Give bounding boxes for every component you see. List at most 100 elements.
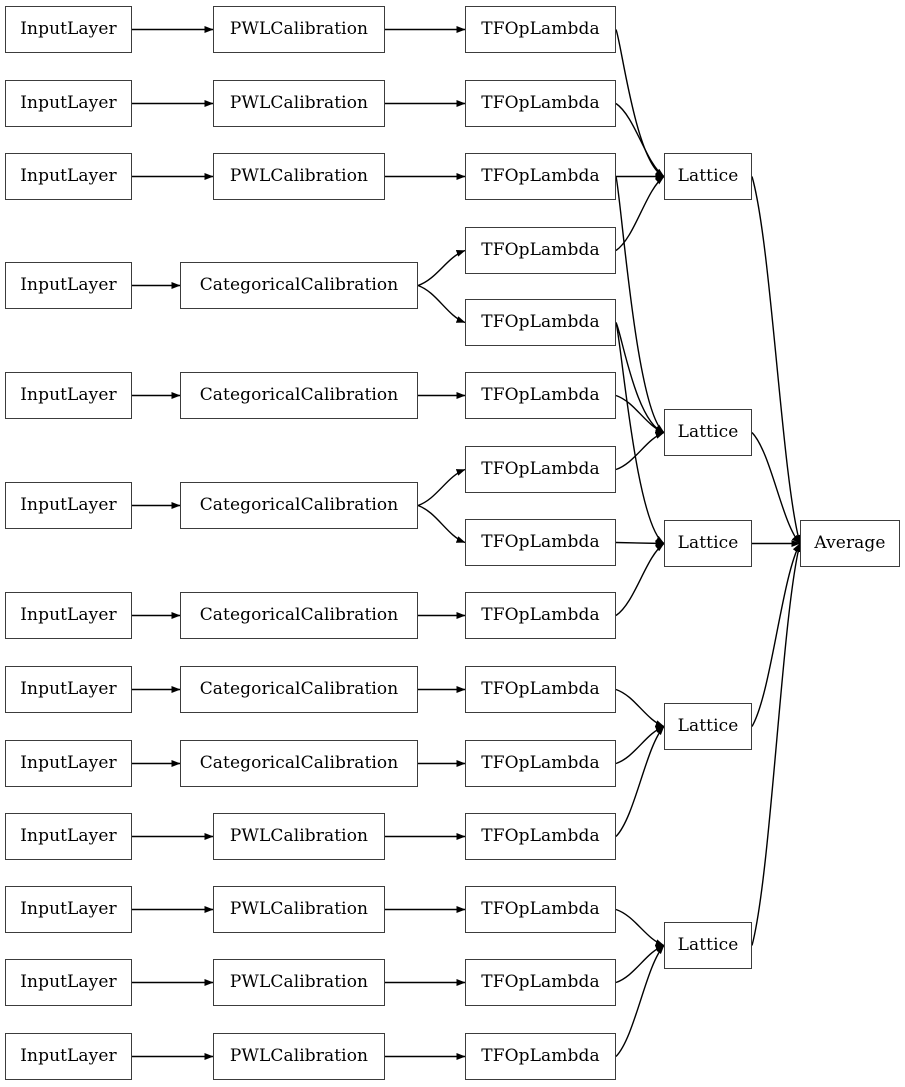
graph-node-lattice[interactable]: Lattice [664,409,752,456]
graph-node-pwl[interactable]: PWLCalibration [213,153,385,200]
graph-edge [417,249,466,287]
graph-node-input[interactable]: InputLayer [5,262,132,309]
graph-node-label: PWLCalibration [229,826,369,846]
graph-edge [615,725,665,765]
graph-node-label: TFOpLambda [481,459,600,479]
graph-node-label: CategoricalCalibration [199,495,399,515]
graph-node-label: InputLayer [20,19,117,39]
graph-node-input[interactable]: InputLayer [5,80,132,127]
graph-node-label: TFOpLambda [481,1046,600,1066]
graph-node-label: TFOpLambda [481,385,600,405]
graph-edge [615,394,665,434]
graph-node-label: TFOpLambda [481,312,600,332]
graph-node-lambda[interactable]: TFOpLambda [465,592,616,639]
graph-node-label: InputLayer [20,166,117,186]
graph-node-input[interactable]: InputLayer [5,372,132,419]
graph-node-lattice[interactable]: Lattice [664,922,752,969]
graph-node-label: TFOpLambda [481,826,600,846]
graph-node-label: InputLayer [20,679,117,699]
graph-node-label: InputLayer [20,495,117,515]
graph-node-lambda[interactable]: TFOpLambda [465,666,616,713]
graph-node-lambda[interactable]: TFOpLambda [465,1033,616,1080]
graph-node-lambda[interactable]: TFOpLambda [465,6,616,53]
graph-edge [751,432,801,544]
graph-node-label: TFOpLambda [481,679,600,699]
graph-node-lattice[interactable]: Lattice [664,703,752,750]
graph-node-input[interactable]: InputLayer [5,1033,132,1080]
graph-node-pwl[interactable]: PWLCalibration [213,813,385,860]
graph-node-label: InputLayer [20,826,117,846]
graph-node-categorical[interactable]: CategoricalCalibration [180,592,418,639]
graph-node-label: TFOpLambda [481,240,600,260]
graph-edge [417,504,466,544]
graph-node-label: CategoricalCalibration [199,385,399,405]
graph-node-input[interactable]: InputLayer [5,153,132,200]
graph-node-label: TFOpLambda [481,166,600,186]
graph-node-lambda[interactable]: TFOpLambda [465,227,616,274]
graph-node-label: InputLayer [20,385,117,405]
graph-node-average[interactable]: Average [800,520,900,567]
graph-node-categorical[interactable]: CategoricalCalibration [180,372,418,419]
graph-node-label: InputLayer [20,972,117,992]
graph-node-lambda[interactable]: TFOpLambda [465,813,616,860]
graph-edge [615,322,665,545]
graph-node-label: PWLCalibration [229,899,369,919]
graph-node-pwl[interactable]: PWLCalibration [213,6,385,53]
graph-node-label: InputLayer [20,275,117,295]
graph-edge [615,542,665,617]
graph-node-label: TFOpLambda [481,899,600,919]
graph-edge [615,431,665,471]
graph-node-input[interactable]: InputLayer [5,666,132,713]
graph-node-label: InputLayer [20,753,117,773]
graph-node-lambda[interactable]: TFOpLambda [465,299,616,346]
graph-node-input[interactable]: InputLayer [5,959,132,1006]
graph-edge [615,176,665,434]
graph-node-label: Lattice [677,716,739,736]
graph-node-pwl[interactable]: PWLCalibration [213,80,385,127]
graph-node-lambda[interactable]: TFOpLambda [465,153,616,200]
graph-node-label: TFOpLambda [481,93,600,113]
graph-node-input[interactable]: InputLayer [5,740,132,787]
graph-node-label: PWLCalibration [229,19,369,39]
graph-edge [615,908,665,947]
graph-node-label: InputLayer [20,899,117,919]
graph-edge [417,468,466,507]
graph-node-lattice[interactable]: Lattice [664,153,752,200]
graph-node-pwl[interactable]: PWLCalibration [213,1033,385,1080]
graph-node-label: PWLCalibration [229,1046,369,1066]
graph-node-categorical[interactable]: CategoricalCalibration [180,262,418,309]
graph-node-pwl[interactable]: PWLCalibration [213,959,385,1006]
graph-node-lambda[interactable]: TFOpLambda [465,446,616,493]
graph-node-label: Lattice [677,935,739,955]
graph-node-lattice[interactable]: Lattice [664,520,752,567]
graph-node-label: CategoricalCalibration [199,753,399,773]
graph-node-lambda[interactable]: TFOpLambda [465,80,616,127]
graph-node-input[interactable]: InputLayer [5,482,132,529]
graph-node-input[interactable]: InputLayer [5,592,132,639]
graph-node-label: TFOpLambda [481,19,600,39]
graph-node-lambda[interactable]: TFOpLambda [465,959,616,1006]
graph-node-label: PWLCalibration [229,93,369,113]
graph-node-input[interactable]: InputLayer [5,886,132,933]
graph-node-lambda[interactable]: TFOpLambda [465,886,616,933]
graph-node-categorical[interactable]: CategoricalCalibration [180,666,418,713]
graph-node-label: TFOpLambda [481,532,600,552]
graph-node-label: CategoricalCalibration [199,275,399,295]
graph-node-pwl[interactable]: PWLCalibration [213,886,385,933]
graph-node-categorical[interactable]: CategoricalCalibration [180,740,418,787]
graph-edge [751,543,802,946]
graph-node-lambda[interactable]: TFOpLambda [465,519,616,566]
graph-node-label: TFOpLambda [481,605,600,625]
graph-edge [417,284,466,324]
graph-node-input[interactable]: InputLayer [5,6,132,53]
graph-node-label: InputLayer [20,1046,117,1066]
graph-edge [615,102,665,178]
graph-node-lambda[interactable]: TFOpLambda [465,740,616,787]
graph-node-lambda[interactable]: TFOpLambda [465,372,616,419]
graph-node-categorical[interactable]: CategoricalCalibration [180,482,418,529]
graph-node-label: PWLCalibration [229,166,369,186]
graph-node-input[interactable]: InputLayer [5,813,132,860]
graph-node-label: Lattice [677,166,739,186]
